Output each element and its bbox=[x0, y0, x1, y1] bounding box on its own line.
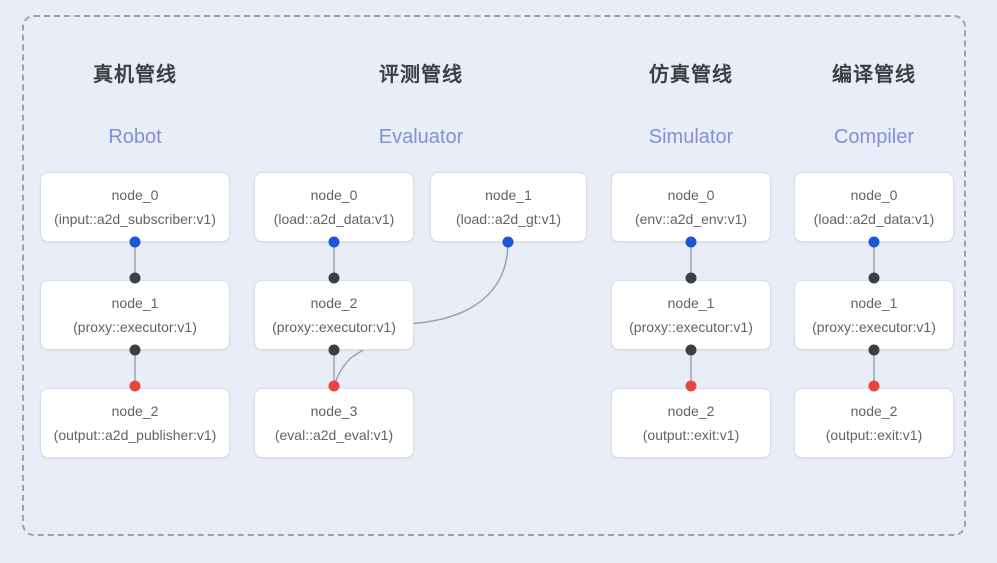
node-type: (proxy::executor:v1) bbox=[73, 319, 197, 335]
column-title-cn-robot: 真机管线 bbox=[93, 64, 177, 86]
port-output-simulator-1[interactable] bbox=[685, 344, 697, 356]
node-compiler-1[interactable]: node_1 (proxy::executor:v1) bbox=[794, 280, 954, 350]
column-header-compiler: 编译管线 Compiler bbox=[794, 62, 954, 150]
node-type: (output::exit:v1) bbox=[642, 427, 740, 443]
node-type: (load::a2d_data:v1) bbox=[273, 211, 395, 227]
node-name: node_0 bbox=[667, 187, 715, 203]
node-evaluator-1[interactable]: node_1 (load::a2d_gt:v1) bbox=[430, 172, 587, 242]
port-input-robot-1[interactable] bbox=[129, 272, 141, 284]
node-type: (proxy::executor:v1) bbox=[812, 319, 936, 335]
node-robot-1[interactable]: node_1 (proxy::executor:v1) bbox=[40, 280, 230, 350]
port-input-simulator-1[interactable] bbox=[685, 272, 697, 284]
node-name: node_0 bbox=[111, 187, 159, 203]
node-type: (eval::a2d_eval:v1) bbox=[274, 427, 394, 443]
node-simulator-0[interactable]: node_0 (env::a2d_env:v1) bbox=[611, 172, 771, 242]
node-compiler-0[interactable]: node_0 (load::a2d_data:v1) bbox=[794, 172, 954, 242]
column-title-en-simulator: Simulator bbox=[648, 126, 734, 148]
port-output-compiler-0[interactable] bbox=[868, 236, 880, 248]
port-input-compiler-1[interactable] bbox=[868, 272, 880, 284]
node-simulator-1[interactable]: node_1 (proxy::executor:v1) bbox=[611, 280, 771, 350]
node-evaluator-3[interactable]: node_3 (eval::a2d_eval:v1) bbox=[254, 388, 414, 458]
node-type: (input::a2d_subscriber:v1) bbox=[54, 211, 216, 227]
node-simulator-2[interactable]: node_2 (output::exit:v1) bbox=[611, 388, 771, 458]
node-type: (output::a2d_publisher:v1) bbox=[53, 427, 217, 443]
port-output-evaluator-2[interactable] bbox=[328, 344, 340, 356]
node-robot-2[interactable]: node_2 (output::a2d_publisher:v1) bbox=[40, 388, 230, 458]
node-type: (output::exit:v1) bbox=[825, 427, 923, 443]
column-title-en-evaluator: Evaluator bbox=[378, 126, 464, 148]
node-name: node_0 bbox=[850, 187, 898, 203]
node-name: node_2 bbox=[310, 295, 358, 311]
node-evaluator-2[interactable]: node_2 (proxy::executor:v1) bbox=[254, 280, 414, 350]
column-header-evaluator: 评测管线 Evaluator bbox=[254, 62, 588, 150]
node-type: (load::a2d_gt:v1) bbox=[455, 211, 562, 227]
column-header-simulator: 仿真管线 Simulator bbox=[611, 62, 771, 150]
diagram-dashed-frame bbox=[22, 15, 966, 536]
node-name: node_2 bbox=[850, 403, 898, 419]
port-output-robot-1[interactable] bbox=[129, 344, 141, 356]
port-input-evaluator-2[interactable] bbox=[328, 272, 340, 284]
node-type: (proxy::executor:v1) bbox=[629, 319, 753, 335]
node-type: (proxy::executor:v1) bbox=[272, 319, 396, 335]
node-type: (env::a2d_env:v1) bbox=[634, 211, 748, 227]
column-header-robot: 真机管线 Robot bbox=[40, 62, 230, 150]
node-name: node_1 bbox=[111, 295, 159, 311]
port-input-robot-2[interactable] bbox=[129, 380, 141, 392]
node-name: node_3 bbox=[310, 403, 358, 419]
node-name: node_1 bbox=[850, 295, 898, 311]
column-title-cn-simulator: 仿真管线 bbox=[649, 64, 733, 86]
port-output-evaluator-1[interactable] bbox=[502, 236, 514, 248]
port-output-robot-0[interactable] bbox=[129, 236, 141, 248]
column-title-en-robot: Robot bbox=[108, 126, 162, 148]
node-evaluator-0[interactable]: node_0 (load::a2d_data:v1) bbox=[254, 172, 414, 242]
port-input-simulator-2[interactable] bbox=[685, 380, 697, 392]
port-input-evaluator-3[interactable] bbox=[328, 380, 340, 392]
node-name: node_1 bbox=[667, 295, 715, 311]
node-robot-0[interactable]: node_0 (input::a2d_subscriber:v1) bbox=[40, 172, 230, 242]
column-title-en-compiler: Compiler bbox=[833, 126, 915, 148]
port-output-evaluator-0[interactable] bbox=[328, 236, 340, 248]
port-input-compiler-2[interactable] bbox=[868, 380, 880, 392]
node-compiler-2[interactable]: node_2 (output::exit:v1) bbox=[794, 388, 954, 458]
port-output-compiler-1[interactable] bbox=[868, 344, 880, 356]
column-title-cn-evaluator: 评测管线 bbox=[379, 64, 463, 86]
node-name: node_0 bbox=[310, 187, 358, 203]
node-type: (load::a2d_data:v1) bbox=[813, 211, 935, 227]
node-name: node_2 bbox=[111, 403, 159, 419]
node-name: node_2 bbox=[667, 403, 715, 419]
column-title-cn-compiler: 编译管线 bbox=[832, 64, 916, 86]
port-output-simulator-0[interactable] bbox=[685, 236, 697, 248]
node-name: node_1 bbox=[485, 187, 532, 203]
